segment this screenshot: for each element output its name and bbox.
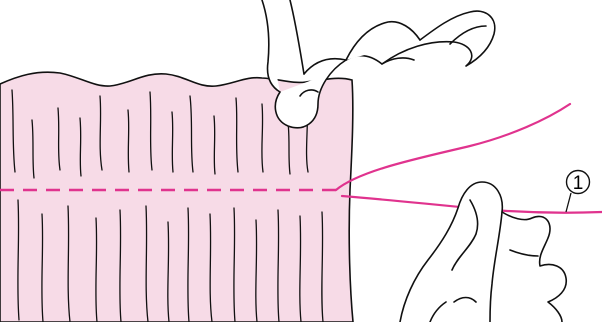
upper-thread [336,104,570,190]
upper-hand [262,0,495,128]
callout-1: 1 [566,171,590,213]
callout-leader [566,193,571,212]
callout-number: 1 [573,173,584,194]
lower-fingers [502,212,566,322]
